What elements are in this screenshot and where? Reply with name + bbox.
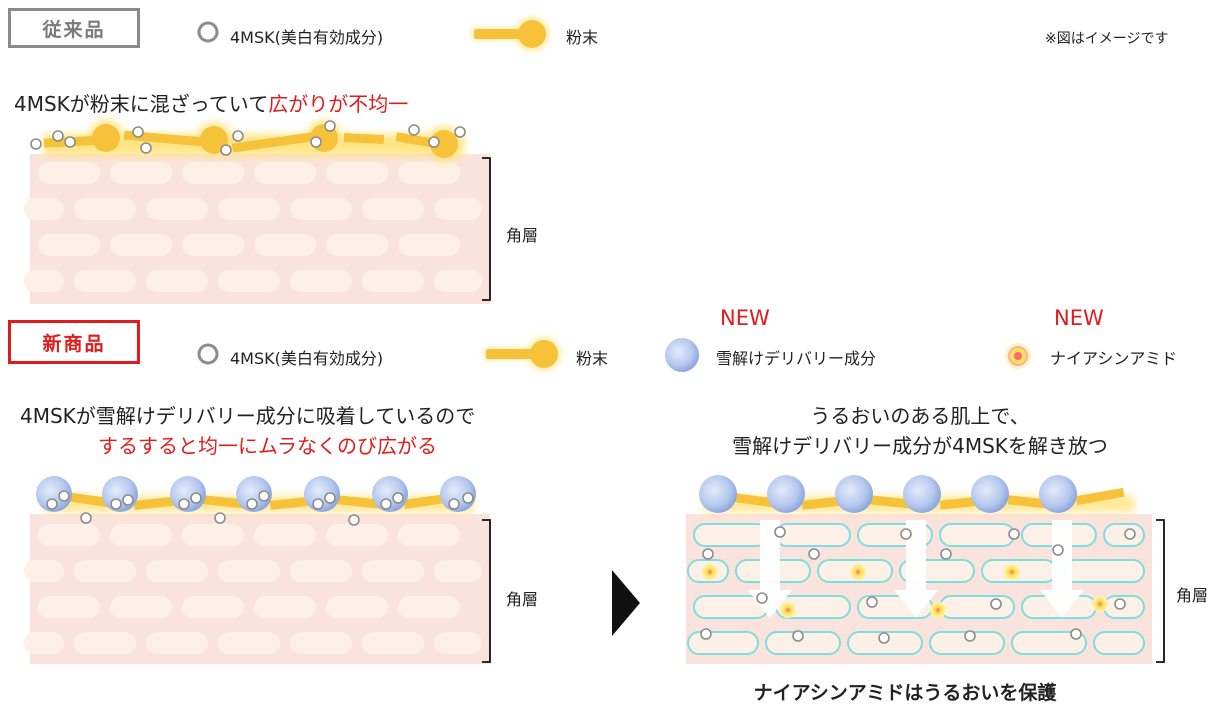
new-caption-line2: するすると均一にムラなくのび広がる <box>98 434 437 458</box>
stratum-label-new-left: 角層 <box>506 590 539 609</box>
old-product-tag: 従来品 <box>8 8 140 48</box>
old-caption-normal: 4MSKが粉末に混ざっていて <box>14 92 269 116</box>
image-note: ※図はイメージです <box>1045 31 1169 47</box>
stratum-label-old: 角層 <box>506 226 539 245</box>
new-badge-niacinamide: NEW <box>1054 306 1104 330</box>
delivery-sphere-icon <box>665 338 699 372</box>
ingredient-4msk-icon <box>197 21 219 43</box>
new-badge-delivery: NEW <box>720 306 770 330</box>
legend-old-powder-label: 粉末 <box>566 28 599 47</box>
niacinamide-icon <box>1005 343 1031 369</box>
new-product-tag: 新商品 <box>8 320 140 364</box>
legend-old-ingredient-label: 4MSK(美白有効成分) <box>230 28 384 47</box>
old-caption: 4MSKが粉末に混ざっていて広がりが不均一 <box>14 88 408 117</box>
right-caption-line1: うるおいのある肌上で、 <box>810 404 1030 428</box>
old-caption-highlight: 広がりが不均一 <box>268 92 409 116</box>
new-skin-diagram <box>24 476 491 664</box>
bottom-caption: ナイアシンアミドはうるおいを保護 <box>753 682 1057 704</box>
triangle-arrow-icon <box>612 570 640 636</box>
legend-niacinamide-label: ナイアシンアミド <box>1050 349 1178 368</box>
legend-new-powder-label: 粉末 <box>576 349 609 368</box>
stratum-label-new-right: 角層 <box>1176 586 1209 605</box>
release-skin-diagram <box>686 475 1165 664</box>
old-skin-diagram <box>24 120 491 304</box>
powder-icon <box>472 17 549 51</box>
right-caption-line2: 雪解けデリバリー成分が4MSKを解き放つ <box>732 434 1108 458</box>
legend-new-ingredient-label: 4MSK(美白有効成分) <box>230 349 384 368</box>
ingredient-4msk-icon <box>197 343 219 365</box>
legend-delivery-label: 雪解けデリバリー成分 <box>716 349 877 368</box>
new-caption-line1: 4MSKが雪解けデリバリー成分に吸着しているので <box>20 404 476 428</box>
powder-icon <box>484 337 561 371</box>
